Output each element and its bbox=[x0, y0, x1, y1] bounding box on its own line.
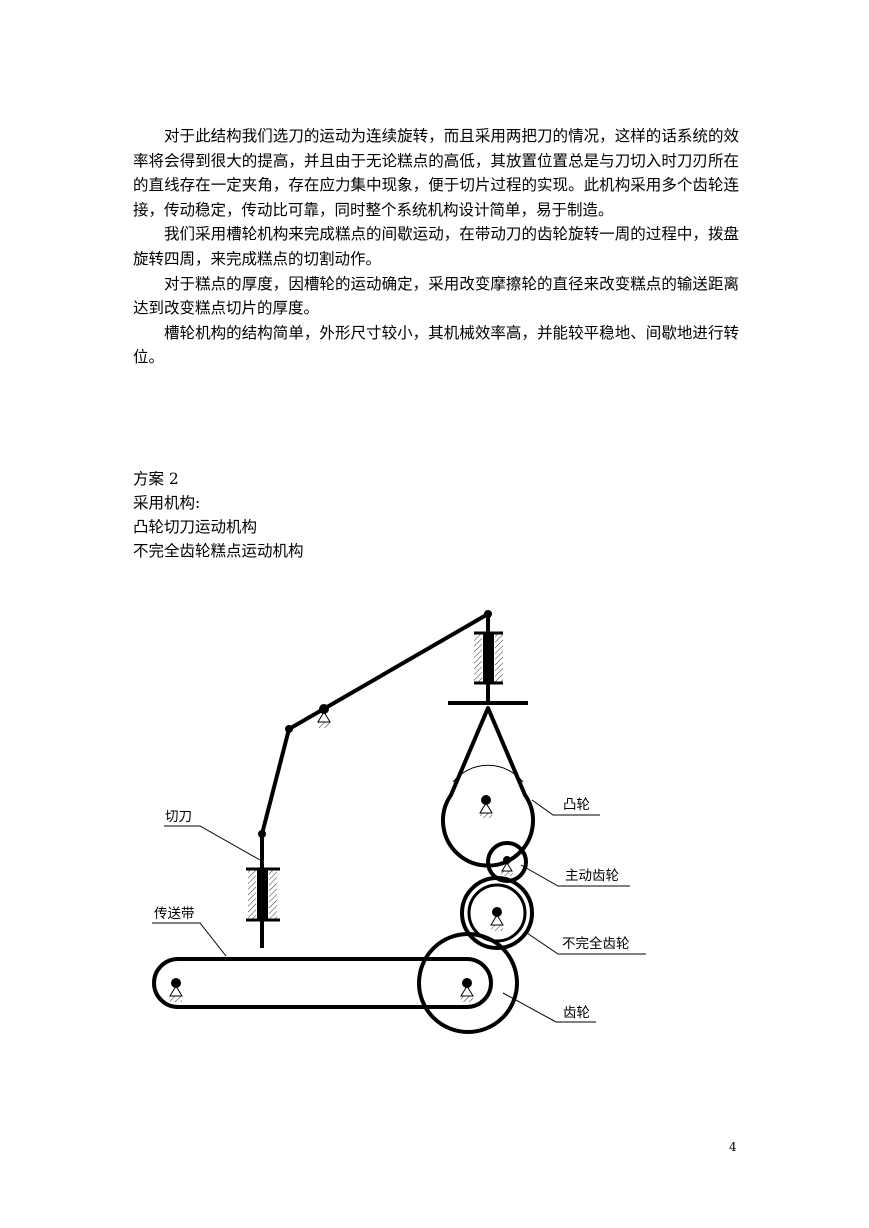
incomplete-gear bbox=[460, 876, 534, 950]
label-incomplete-gear: 不完全齿轮 bbox=[562, 935, 630, 952]
large-gear bbox=[417, 932, 519, 1034]
conveyor-belt bbox=[152, 957, 493, 1009]
paragraph-3: 对于糕点的厚度，因槽轮的运动确定，采用改变摩擦轮的直径来改变糕点的输送距离达到改… bbox=[133, 274, 739, 318]
linkage-arms bbox=[260, 612, 490, 835]
leader-lines bbox=[152, 799, 646, 1023]
body-text: 对于此结构我们选刀的运动为连续旋转，而且采用两把刀的情况，这样的话系统的效率将会… bbox=[133, 124, 739, 370]
mechanism-heading: 采用机构: bbox=[133, 494, 201, 512]
section-title: 方案 2 bbox=[133, 470, 179, 488]
driving-gear bbox=[486, 841, 528, 883]
label-gear: 齿轮 bbox=[563, 1005, 590, 1021]
label-conveyor: 传送带 bbox=[154, 906, 195, 922]
mechanism-item-cam-cutter: 凸轮切刀运动机构 bbox=[133, 518, 258, 536]
mechanism-item-incomplete-gear: 不完全齿轮糕点运动机构 bbox=[133, 542, 304, 560]
page-number: 4 bbox=[729, 1140, 737, 1154]
label-cutter: 切刀 bbox=[165, 809, 192, 825]
label-cam: 凸轮 bbox=[563, 797, 590, 813]
paragraph-2: 我们采用槽轮机构来完成糕点的间歇运动，在带动刀的齿轮旋转一周的过程中，拨盘旋转四… bbox=[133, 225, 739, 268]
paragraph-1: 对于此结构我们选刀的运动为连续旋转，而且采用两把刀的情况，这样的话系统的效率将会… bbox=[133, 127, 739, 219]
mechanism-diagram: 切刀 传送带 凸轮 主动齿轮 不完全齿轮 齿轮 bbox=[152, 610, 646, 1034]
label-driving-gear: 主动齿轮 bbox=[565, 868, 619, 884]
paragraph-4: 槽轮机构的结构简单，外形尺寸较小，其机械效率高，并能较平稳地、间歇地进行转位。 bbox=[133, 323, 739, 367]
cam bbox=[441, 706, 535, 868]
section-heading: 方案 2 采用机构: 凸轮切刀运动机构 不完全齿轮糕点运动机构 bbox=[133, 467, 304, 563]
arm-pivot bbox=[317, 704, 331, 728]
